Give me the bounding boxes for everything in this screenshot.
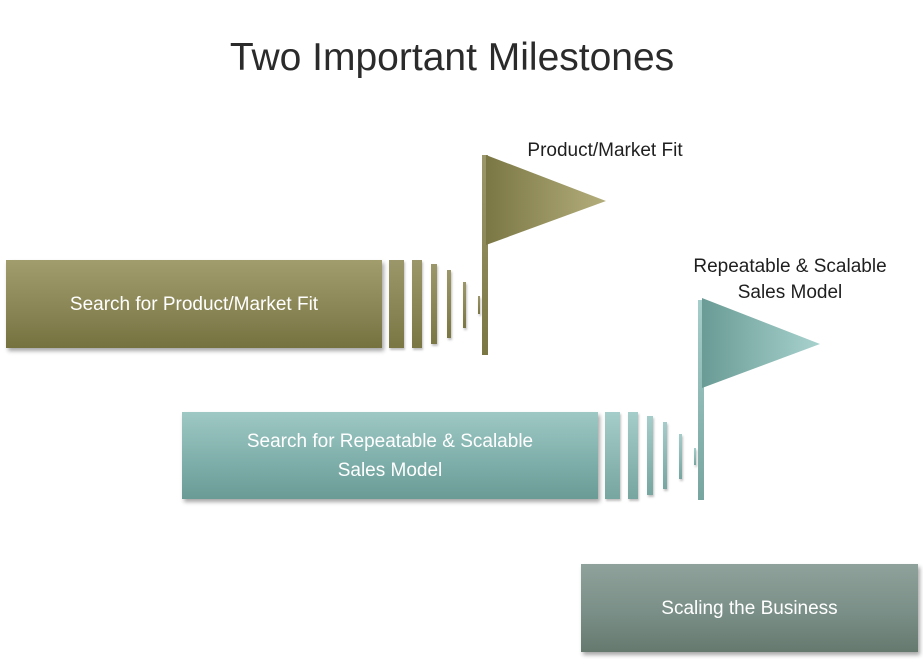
fading-segment [694,448,696,465]
milestone-flag [486,155,606,245]
stage-label-line: Search for Product/Market Fit [69,293,319,315]
fading-segment [647,416,653,495]
fading-segment [478,296,480,314]
stage-label-line: Scaling the Business [661,597,838,619]
flag-pole [698,300,704,500]
fading-segment [431,264,437,344]
stage-scaling-the-business: Scaling the Business [581,564,918,652]
milestone-label-product-market-fit: Product/Market Fit [500,138,710,164]
fading-segment [605,412,620,499]
diagram-title: Two Important Milestones [229,36,675,79]
milestone-label-repeatable-scalable-sales-model: Repeatable & Scalable Sales Model [672,254,908,306]
fading-segment [447,270,451,338]
milestone-flag [702,298,820,388]
fading-segment [389,260,404,348]
milestone-label-line: Repeatable & Scalable [693,256,887,277]
fading-segment [628,412,638,499]
fading-segment [663,422,667,489]
fading-segment [412,260,422,348]
milestone-label-line: Product/Market Fit [527,140,683,161]
stage-search-product-market-fit: Search for Product/Market Fit [6,260,382,348]
fading-segment [463,282,466,328]
fading-segment [679,434,682,479]
stage-search-repeatable-scalable-sales-model: Search for Repeatable & Scalable Sales M… [182,412,598,499]
milestone-label-line: Sales Model [737,282,843,303]
stage-label-line: Sales Model [337,459,443,481]
stage-label-line: Search for Repeatable & Scalable [246,430,534,452]
flag-pole [482,155,488,355]
